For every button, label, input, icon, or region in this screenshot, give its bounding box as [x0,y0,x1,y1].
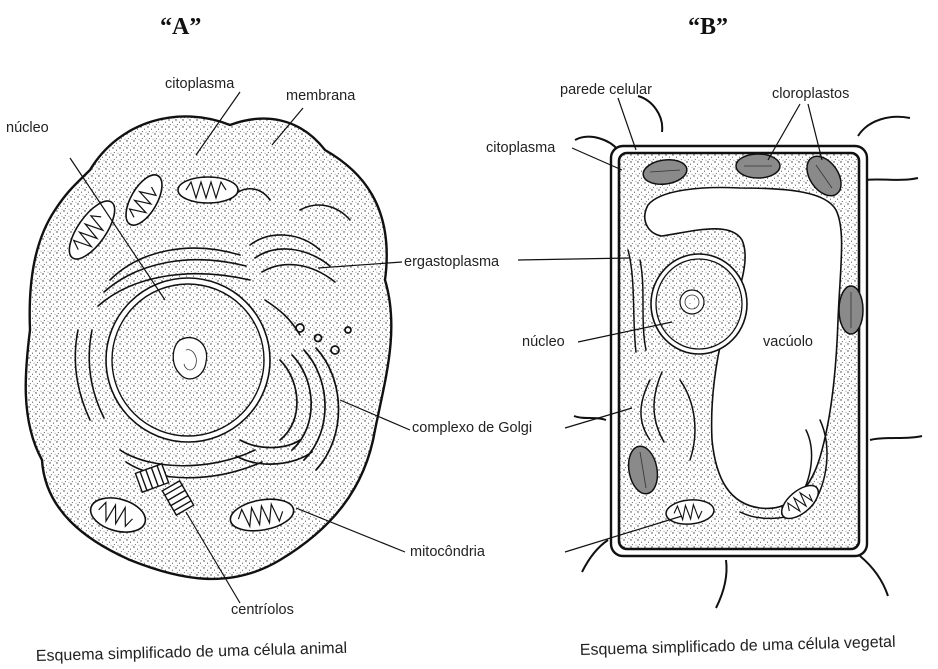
label-b-nucleo: núcleo [522,334,565,350]
label-a-mitocondria: mitocôndria [410,544,486,560]
label-a-centriolos: centríolos [231,602,294,618]
label-b-vacuolo: vacúolo [763,334,813,350]
caption-a: Esquema simplificado de uma célula anima… [36,640,348,665]
label-a-ergastoplasma: ergastoplasma [404,254,500,270]
label-a-membrana: membrana [286,88,356,104]
plant-nucleus [651,254,747,354]
label-a-golgi: complexo de Golgi [412,420,532,436]
label-b-cloroplastos: cloroplastos [772,86,849,102]
label-a-nucleo: núcleo [6,120,49,136]
label-b-parede: parede celular [560,82,652,98]
label-b-citoplasma: citoplasma [486,140,556,156]
animal-nucleus [106,278,270,442]
plant-cell: parede celular cloroplastos citoplasma n… [486,82,922,659]
label-a-citoplasma: citoplasma [165,76,235,92]
animal-cell: citoplasma membrana núcleo ergastoplasma… [6,76,532,665]
caption-b: Esquema simplificado de uma célula veget… [580,634,896,659]
